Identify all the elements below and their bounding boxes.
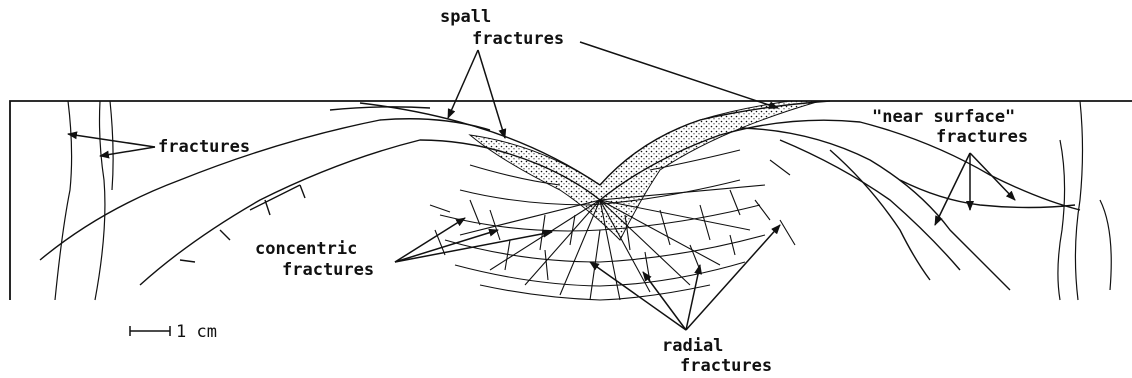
arrow-fractures-left-2 [100,147,155,156]
label-near-surface-fractures: fractures [936,128,1028,146]
label-concentric-fractures: fractures [282,261,374,279]
arrow-spall-1 [448,50,478,118]
label-spall-fractures: fractures [472,30,564,48]
arrow-spall-2 [478,50,505,138]
scale-bar [130,326,170,336]
label-spall: spall [440,8,491,26]
label-concentric: concentric [255,240,357,258]
leader-arrows [68,42,1015,330]
spall-fracture-lines [40,101,1080,290]
label-near-surface: "near surface" [872,108,1015,126]
label-radial-fractures: fractures [680,357,772,375]
label-radial: radial [662,337,723,355]
arrow-fractures-left-1 [68,134,155,147]
arrow-radial-1 [590,262,686,330]
arrow-radial-2 [643,272,686,330]
label-fractures-left: fractures [158,138,250,156]
arrow-near-3 [970,153,1015,200]
arrow-spall-3 [580,42,778,108]
arrow-radial-4 [686,225,780,330]
arrow-near-1 [935,153,970,225]
scale-label: 1 cm [176,323,217,341]
